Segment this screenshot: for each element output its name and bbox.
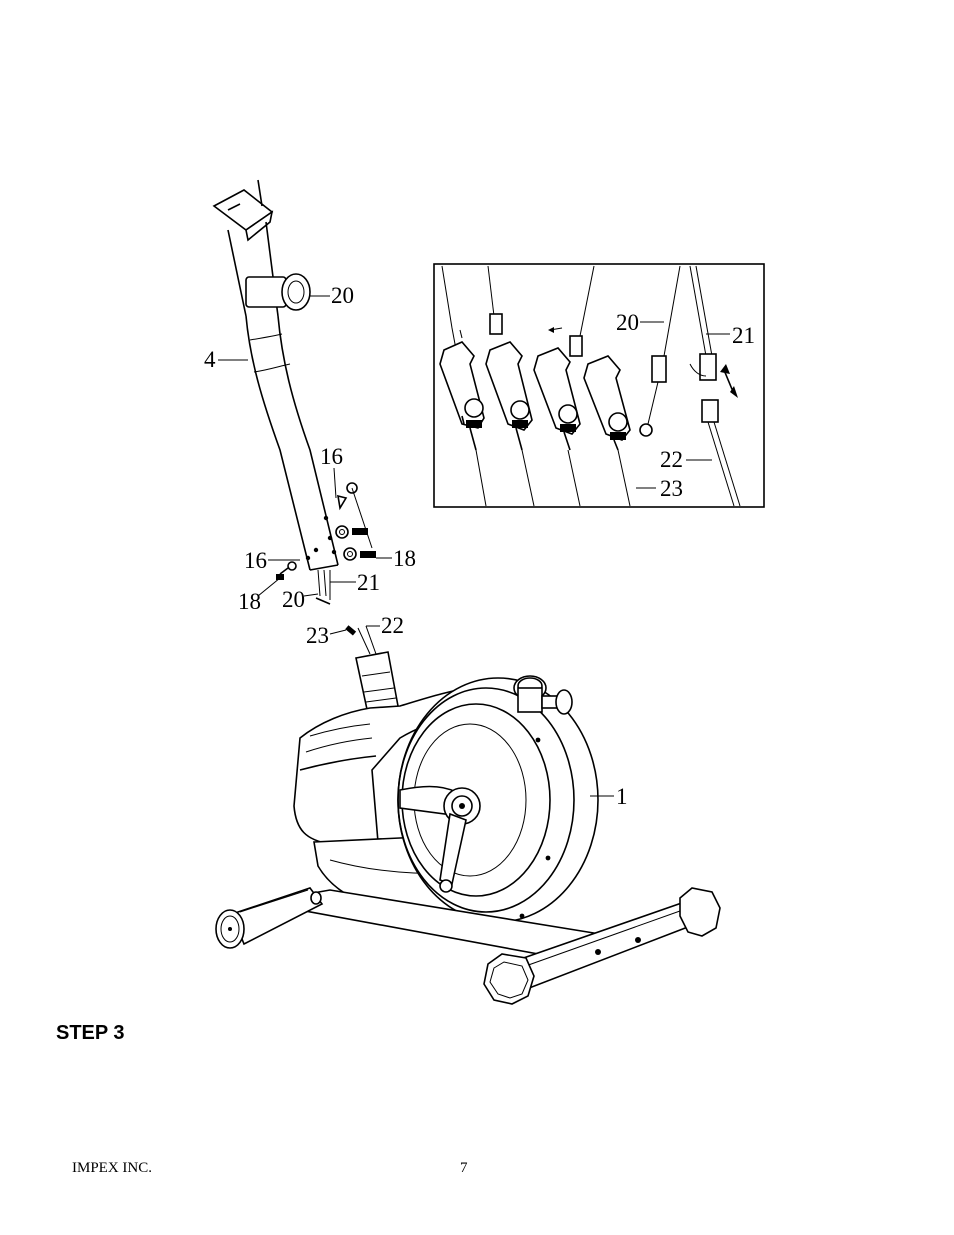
callout-23-cable: 23: [306, 623, 329, 648]
callout-21-lower: 21: [357, 570, 380, 595]
callout-18-left: 18: [238, 589, 261, 614]
callout-inset-22: 22: [660, 447, 683, 472]
callout-1-frame: 1: [616, 784, 628, 809]
handlebar-post: [212, 179, 339, 605]
footer-company: IMPEX INC.: [72, 1160, 153, 1176]
callout-16-upper: 16: [320, 444, 343, 469]
callout-labels: 20 4 16 16 18 18 20 21 23 22 1 20 21 22 …: [204, 283, 755, 809]
callout-inset-23: 23: [660, 476, 683, 501]
footer-page-number: 7: [460, 1160, 468, 1176]
callout-leaders: [218, 295, 730, 797]
step-heading: STEP 3: [56, 1022, 125, 1044]
callout-4-post: 4: [204, 347, 216, 372]
callout-16-left: 16: [244, 548, 267, 573]
callout-22-cable: 22: [381, 613, 404, 638]
bike-main-frame: [215, 625, 721, 1005]
callout-inset-21: 21: [732, 323, 755, 348]
assembly-diagram: 20 4 16 16 18 18 20 21 23 22 1 20 21 22 …: [204, 179, 765, 1005]
callout-inset-20: 20: [616, 310, 639, 335]
callout-20-knob: 20: [331, 283, 354, 308]
bolts-and-washers: [276, 482, 376, 580]
cable-connection-inset: [433, 263, 765, 508]
callout-20-lower: 20: [282, 587, 305, 612]
callout-18-right: 18: [393, 546, 416, 571]
